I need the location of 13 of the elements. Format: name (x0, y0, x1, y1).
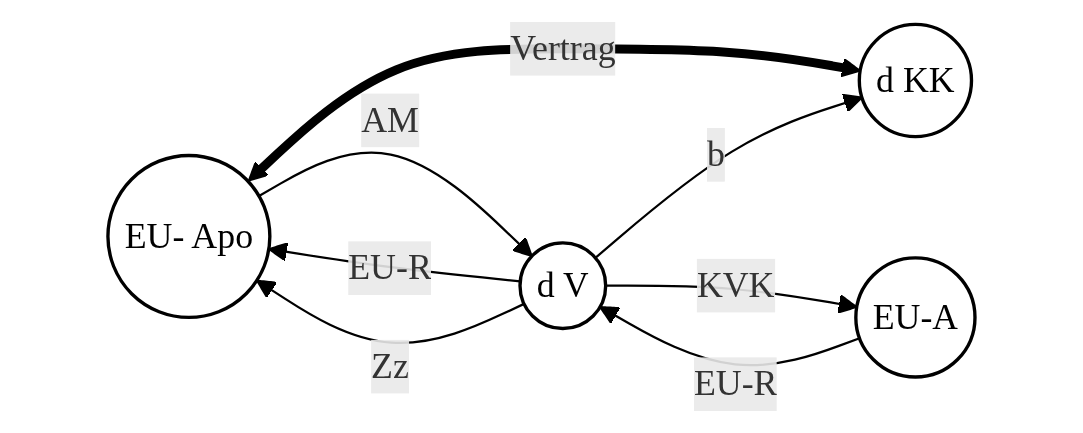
node-circle: d V (518, 241, 608, 331)
edge-label: Vertrag (510, 28, 616, 67)
arrow (258, 151, 533, 257)
edge-label: b (707, 134, 725, 173)
arrow (594, 93, 863, 259)
edge-label: KVK (696, 265, 775, 304)
edge-label: EU-R (693, 364, 778, 403)
node-circle: d KK (857, 22, 974, 139)
node-circle: EU- Apo (106, 153, 272, 320)
edge-label: AM (361, 100, 419, 139)
edge-label: Zz (371, 346, 409, 385)
node-circle: EU-A (854, 256, 977, 379)
edge-label: EU-R (348, 248, 432, 287)
